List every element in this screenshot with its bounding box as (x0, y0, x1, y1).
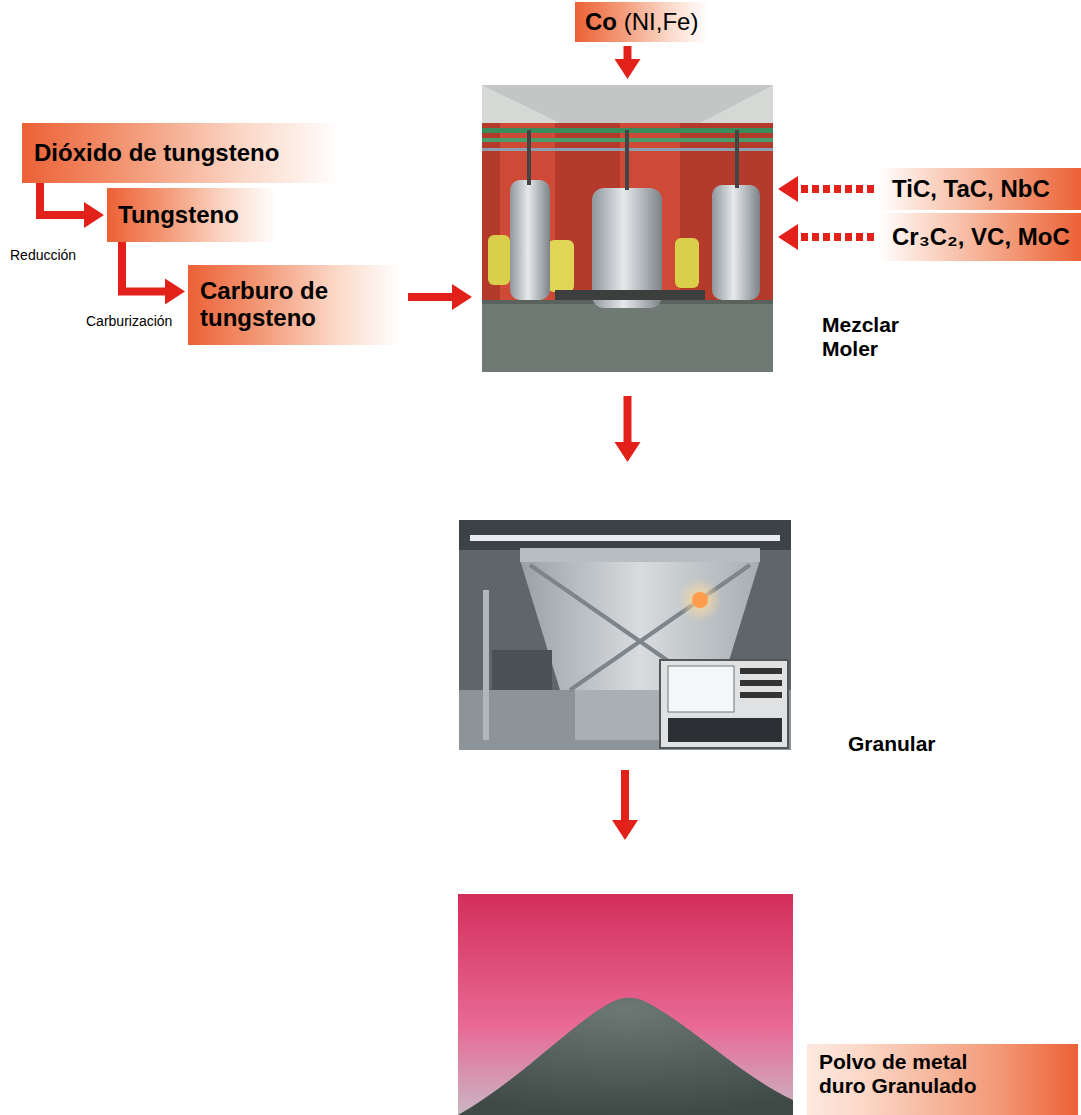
arrow-head (615, 59, 641, 79)
flow-arrow (40, 183, 104, 228)
input-box: Co (NI,Fe) (575, 2, 708, 42)
granulate-step: Granular (459, 520, 791, 750)
arrow-head (615, 442, 641, 462)
powder-photo (458, 894, 793, 1115)
box-text: Co (585, 9, 617, 36)
step-label: Carburización (86, 313, 172, 329)
arrow-shaft (624, 46, 632, 60)
arrow-shaft (624, 396, 632, 443)
additive-box: Cr₃C₂, VC, MoC (878, 213, 1081, 261)
step-caption: Granular (848, 732, 936, 756)
arrow-head (452, 284, 472, 310)
arrow-head (612, 820, 638, 840)
box-text: TiC, TaC, NbC (892, 176, 1050, 203)
arrow-shaft (797, 233, 874, 241)
flow-arrow (778, 176, 874, 202)
box-text: (NI,Fe) (624, 9, 699, 36)
flow-arrow (615, 46, 641, 79)
flow-arrow (615, 396, 641, 462)
arrow-head (778, 176, 798, 202)
box-text: Dióxido de tungsteno (34, 140, 279, 167)
product-step: Polvo de metal duro Granulado (458, 894, 793, 1115)
box-text: Cr₃C₂, VC, MoC (892, 224, 1070, 251)
flow-arrow (778, 224, 874, 250)
step-caption: Mezclar Moler (822, 313, 899, 361)
arrow-head (778, 224, 798, 250)
box-text: Tungsteno (118, 202, 239, 229)
arrow-shaft (621, 770, 629, 821)
material-box: Tungsteno (107, 188, 277, 242)
flow-arrow (408, 284, 472, 310)
flow-arrow (122, 242, 185, 304)
arrow-head (165, 278, 185, 304)
arrow-shaft (408, 293, 453, 301)
step-label: Reducción (10, 247, 76, 263)
material-box: Dióxido de tungsteno (22, 123, 340, 183)
additive-box: TiC, TaC, NbC (878, 168, 1081, 210)
mill-photo (482, 85, 773, 372)
spray-dryer-photo (459, 520, 791, 750)
step-caption: Polvo de metal duro Granulado (807, 1044, 1078, 1115)
arrow-shaft (122, 242, 166, 291)
arrow-head (84, 202, 104, 228)
arrow-shaft (797, 185, 874, 193)
mill-step: Mezclar Moler (482, 85, 773, 372)
material-box: Carburo de tungsteno (188, 265, 400, 345)
flow-arrow (612, 770, 638, 840)
arrow-shaft (40, 183, 85, 215)
box-text: Carburo de tungsteno (200, 278, 380, 332)
